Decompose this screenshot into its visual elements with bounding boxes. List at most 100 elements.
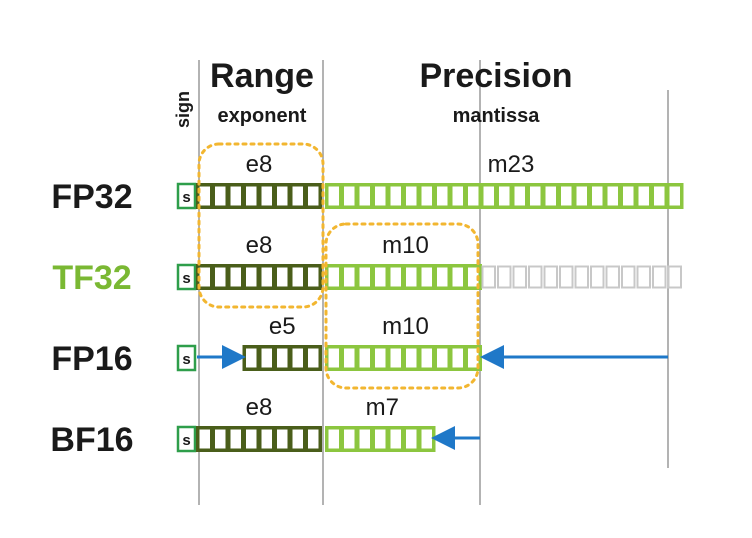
bit-cell [481,184,496,208]
bit-cell [259,427,274,451]
bit-cell [228,184,243,208]
mantissa-bits-fp32 [326,184,682,208]
bit-cell [388,265,403,289]
bit-cell [652,265,667,289]
bit-cell [228,265,243,289]
bit-cell [388,427,403,451]
mantissa-header: mantissa [453,105,541,127]
unused-bits-tf32 [481,265,682,289]
bit-cell [373,427,388,451]
bit-cell [244,346,259,370]
bit-cell [290,427,305,451]
bit-cell [435,265,450,289]
bit-cell [512,184,527,208]
bit-cell [290,265,305,289]
bit-cell [259,346,274,370]
bit-cell [326,427,341,451]
bit-cell [373,184,388,208]
bit-cell [306,427,321,451]
bit-cell [528,265,543,289]
mantissa-label-tf32: m10 [382,232,429,259]
sign-bit-box [176,344,197,372]
bit-cell [342,265,357,289]
bit-cell [290,346,305,370]
mantissa-bits-bf16 [326,427,434,451]
bit-cell [357,184,372,208]
bit-cell [213,184,228,208]
bit-cell [275,427,290,451]
bit-cell [213,265,228,289]
bit-cell [388,346,403,370]
exponent-bits-tf32 [197,265,321,289]
bit-cell [342,184,357,208]
bit-cell [342,427,357,451]
exponent-header: exponent [218,105,307,127]
bit-cell [419,184,434,208]
bit-cell [342,346,357,370]
bit-cell [667,184,682,208]
exponent-label-fp32: e8 [246,151,273,178]
bit-cell [404,346,419,370]
bit-cell [621,265,636,289]
sign-bit-label: s [182,270,190,287]
bit-cell [466,184,481,208]
bit-cell [404,184,419,208]
mantissa-highlight-region [324,222,480,390]
sign-bit-box [176,182,197,210]
bit-cell [357,427,372,451]
bit-cell [435,184,450,208]
bit-cell [244,184,259,208]
bit-cell [419,346,434,370]
bit-cell [326,265,341,289]
bit-cell [419,427,434,451]
sign-bit-box [176,263,197,291]
mantissa-bits-tf32 [326,265,481,289]
bit-cell [559,265,574,289]
bit-cell [512,265,527,289]
bit-cell [326,184,341,208]
bit-cell [574,265,589,289]
bit-cell [590,184,605,208]
format-name-bf16: BF16 [50,421,133,459]
exponent-label-fp16: e5 [269,313,296,340]
bit-cell [636,265,651,289]
bit-cell [636,184,651,208]
bit-cell [259,265,274,289]
bit-cell [450,184,465,208]
exponent-bits-bf16 [197,427,321,451]
bit-cell [306,265,321,289]
bit-cell [275,265,290,289]
format-name-fp16: FP16 [51,340,132,378]
bit-cell [373,346,388,370]
mantissa-label-fp32: m23 [488,151,535,178]
bit-cell [357,265,372,289]
bit-cell [404,265,419,289]
bit-cell [652,184,667,208]
bit-cell [357,346,372,370]
bit-cell [419,265,434,289]
bit-cell [543,184,558,208]
bit-cell [435,346,450,370]
bit-cell [213,427,228,451]
format-name-fp32: FP32 [51,178,132,216]
exponent-label-bf16: e8 [246,394,273,421]
mantissa-label-bf16: m7 [366,394,399,421]
bit-cell [481,265,496,289]
sign-header: sign [173,91,193,128]
bit-cell [228,427,243,451]
sign-bit-box [176,425,197,453]
bit-cell [373,265,388,289]
exponent-label-tf32: e8 [246,232,273,259]
bit-cell [450,346,465,370]
mantissa-label-fp16: m10 [382,313,429,340]
bit-cell [275,346,290,370]
bit-cell [275,184,290,208]
bit-cell [559,184,574,208]
bit-cell [497,184,512,208]
bit-cell [605,265,620,289]
bit-cell [621,184,636,208]
mantissa-bits-fp16 [326,346,481,370]
bit-cell [388,184,403,208]
